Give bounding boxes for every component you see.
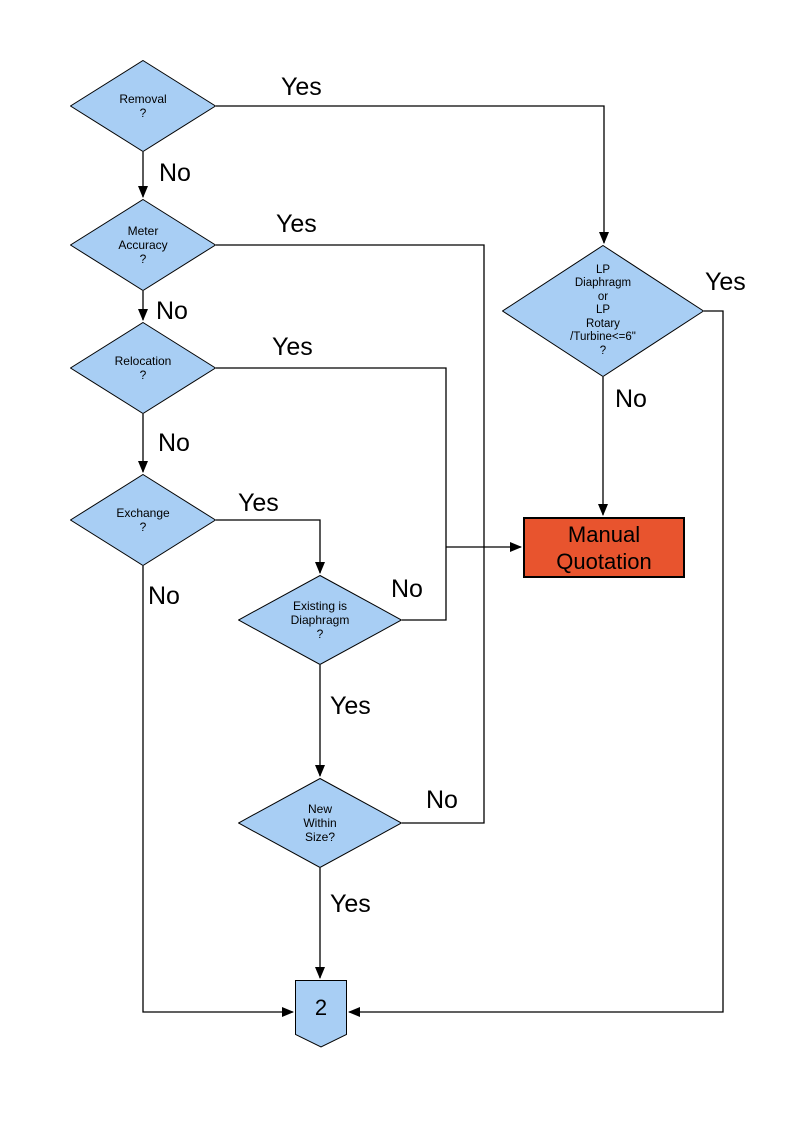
diamond-shape [70,474,216,566]
label-removal-no: No [159,159,191,187]
label-removal-yes: Yes [281,73,322,101]
offpage-connector-2-label: 2 [314,994,328,1020]
decision-removal: Removal ? [70,60,216,152]
decision-meter-accuracy-label: Meter Accuracy ? [118,224,168,266]
diamond-shape [70,322,216,414]
decision-relocation: Relocation ? [70,322,216,414]
diamond-shape [70,199,216,291]
label-existing-yes: Yes [330,692,371,720]
label-lp-yes: Yes [705,268,746,296]
decision-exchange-label: Exchange ? [116,506,170,534]
diamond-shape [238,778,402,868]
label-relocation-yes: Yes [272,333,313,361]
pentagon-shape [295,980,347,1048]
decision-new-within-size: New Within Size? [238,778,402,868]
decision-lp-type: LP Diaphragm or LP Rotary /Turbine<=6" ? [502,245,704,377]
edge-lp-yes [348,310,724,1017]
label-exchange-no: No [148,582,180,610]
decision-existing-is-diaphragm: Existing is Diaphragm ? [238,575,402,665]
diamond-shape [238,575,402,665]
decision-existing-is-diaphragm-label: Existing is Diaphragm ? [290,599,350,641]
diamond-shape [502,245,704,377]
decision-removal-label: Removal ? [119,92,167,120]
label-exchange-yes: Yes [238,489,279,517]
diamond-shape [70,60,216,152]
label-lp-no: No [615,385,647,413]
offpage-connector-2: 2 [295,980,347,1048]
decision-new-within-size-label: New Within Size? [303,802,337,844]
decision-lp-type-label: LP Diaphragm or LP Rotary /Turbine<=6" ? [570,263,636,357]
label-meter-yes: Yes [276,210,317,238]
edge-meter-yes-and-new-no [216,244,485,824]
label-new-yes: Yes [330,890,371,918]
edge-removal-yes [216,105,609,244]
edge-exchange-yes [216,519,325,574]
process-manual-quotation: Manual Quotation [523,517,685,578]
edge-exchange-no [142,566,294,1017]
decision-meter-accuracy: Meter Accuracy ? [70,199,216,291]
decision-relocation-label: Relocation ? [114,354,172,382]
process-manual-quotation-label: Manual Quotation [556,521,652,574]
decision-exchange: Exchange ? [70,474,216,566]
label-relocation-no: No [158,429,190,457]
edge-relocation-yes-and-existing-no [216,367,447,621]
label-meter-no: No [156,297,188,325]
label-existing-no: No [391,575,423,603]
label-new-no: No [426,786,458,814]
